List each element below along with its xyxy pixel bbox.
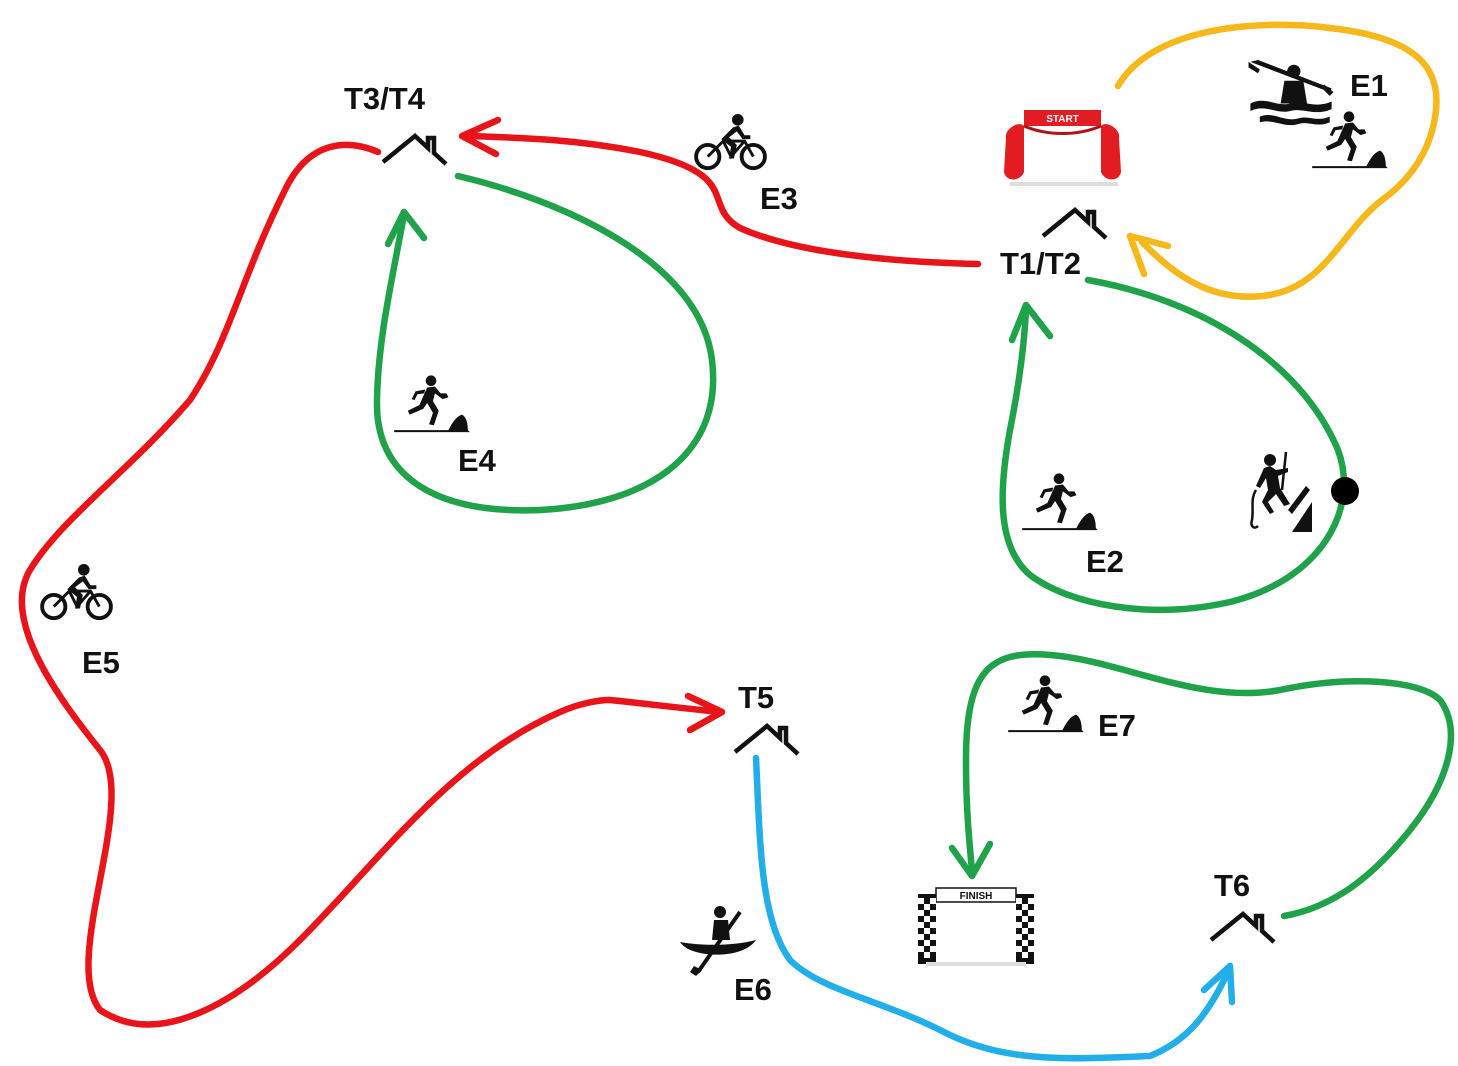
label-t6: T6 — [1214, 868, 1250, 903]
label-e7: E7 — [1098, 708, 1136, 743]
route-e2 — [999, 276, 1348, 613]
trail-run-icon — [1008, 675, 1084, 733]
label-e5: E5 — [82, 645, 120, 680]
label-e6: E6 — [734, 972, 772, 1007]
label-t3t4: T3/T4 — [344, 81, 426, 116]
label-e3: E3 — [760, 181, 798, 216]
trail-run-icon — [1022, 473, 1098, 531]
label-t1t2: T1/T2 — [1000, 246, 1081, 281]
kayak-whitewater-icon — [1248, 60, 1334, 126]
transition-roof-icon — [735, 726, 798, 754]
climbing-icon — [1250, 450, 1312, 534]
label-t5: T5 — [738, 680, 774, 715]
start-arch-icon: START — [1004, 110, 1121, 186]
label-e4: E4 — [458, 443, 497, 478]
route-e5 — [18, 141, 724, 1028]
route-e7 — [962, 651, 1455, 920]
transition-roof-icon — [1043, 210, 1106, 238]
route-e6 — [752, 754, 1232, 1062]
finish-arch-label: FINISH — [960, 891, 993, 902]
route-e1 — [1114, 21, 1440, 300]
bike-icon — [694, 112, 767, 171]
transition-roof-icon — [383, 136, 446, 164]
label-e2: E2 — [1086, 544, 1124, 579]
finish-arch-icon: FINISH — [918, 887, 1034, 966]
canoe-icon — [680, 906, 756, 976]
route-e4 — [373, 172, 717, 514]
route-e3 — [466, 132, 982, 268]
transition-roof-icon — [1211, 914, 1274, 942]
bike-icon — [40, 562, 113, 621]
label-e1: E1 — [1350, 68, 1388, 103]
start-arch-label: START — [1046, 114, 1079, 125]
checkpoint-dot-icon — [1331, 477, 1359, 505]
trail-run-icon — [394, 375, 470, 433]
